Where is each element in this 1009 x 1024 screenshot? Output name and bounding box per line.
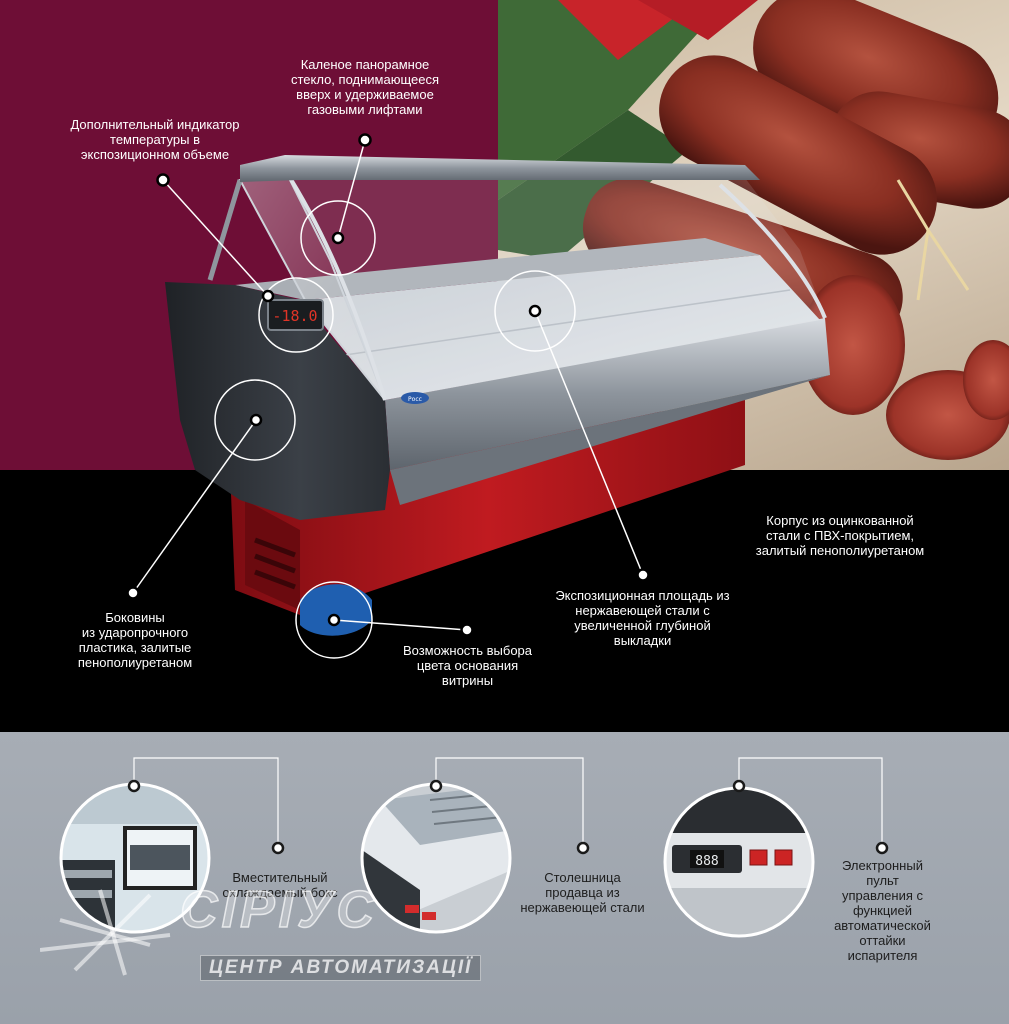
body-callout: Корпус из оцинкованной стали с ПВХ-покры… [755, 513, 925, 558]
control-panel-detail-circle: 888 [663, 786, 815, 938]
box-dot [127, 779, 141, 793]
watermark-tagline: ЦЕНТР АВТОМАТИЗАЦІЇ [200, 955, 482, 981]
side-panel [165, 282, 390, 520]
glass-callout: Каленое панорамное стекло, поднимающееся… [290, 57, 440, 117]
glass-dot [358, 133, 372, 147]
color-dot [460, 623, 474, 637]
watermark-brand: СІРІУС [179, 880, 378, 940]
indicator-dot [156, 173, 170, 187]
sides-callout: Боковины из ударопрочного пластика, зали… [77, 610, 193, 670]
brand-badge: Росс [408, 396, 422, 403]
indicator-point-dot [261, 289, 275, 303]
display-area-callout: Экспозиционная площадь из нержавеющей ст… [555, 588, 730, 648]
base-point-dot [327, 613, 341, 627]
tray-highlight [494, 270, 576, 352]
top-frame [240, 155, 760, 182]
indicator-callout: Дополнительный индикатор температуры в э… [70, 117, 240, 162]
base-highlight [295, 581, 373, 659]
indicator-readout: -18.0 [272, 307, 317, 325]
countertop-dot [429, 779, 443, 793]
box-callout: Вместительный охлаждаемый бокс [222, 870, 338, 900]
countertop-label-dot [576, 841, 590, 855]
control-callout: Электронный пульт управления с функцией … [834, 858, 931, 963]
sides-dot [126, 586, 140, 600]
display-tray [305, 255, 820, 400]
side-highlight [214, 379, 296, 461]
watermark-logo: СІРІУС ЦЕНТР АВТОМАТИЗАЦІЇ [40, 880, 530, 990]
side-point-dot [249, 413, 263, 427]
box-detail-circle [59, 782, 211, 934]
color-callout: Возможность выбора цвета основания витри… [402, 643, 533, 688]
control-dot [732, 779, 746, 793]
front-rail [385, 318, 830, 470]
glass-highlight [300, 200, 376, 276]
indicator-highlight [258, 277, 334, 353]
box-label-dot [271, 841, 285, 855]
countertop-detail-circle [360, 782, 512, 934]
blue-color-sample [300, 584, 372, 636]
control-label-dot [875, 841, 889, 855]
glass-point-dot [331, 231, 345, 245]
countertop-callout: Столешница продавца из нержавеющей стали [520, 870, 645, 915]
star-burst-icon [40, 889, 171, 976]
tray-point-dot [528, 304, 542, 318]
display-area-dot [636, 568, 650, 582]
panel-readout: 888 [695, 854, 718, 869]
